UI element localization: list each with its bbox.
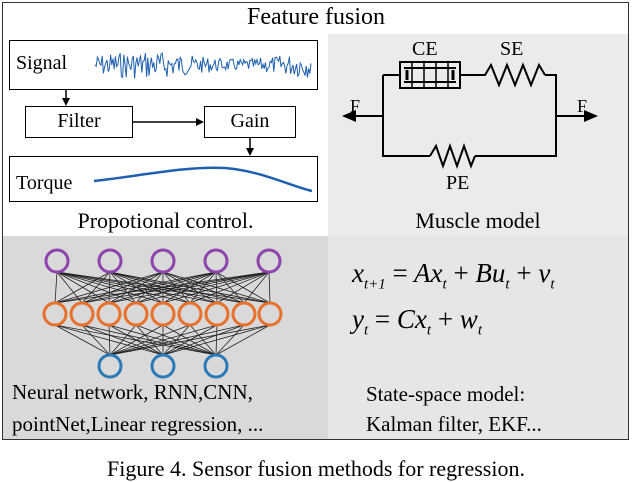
nn-edge <box>56 271 83 304</box>
nn-edge <box>189 271 270 304</box>
nn-hidden-node <box>42 301 68 327</box>
nn-input-node <box>203 248 229 274</box>
nn-edge <box>243 271 270 304</box>
contractile-element <box>399 61 461 89</box>
nn-edge <box>54 271 270 304</box>
neural-network-text-line2: pointNet,Linear regression, ... <box>12 412 264 436</box>
nn-hidden-node <box>231 301 257 327</box>
force-left-label: F <box>350 96 361 116</box>
nn-input-node <box>44 248 70 274</box>
nn-hidden-node <box>257 301 283 327</box>
neural-network-text-line1: Neural network, RNN,CNN, <box>12 380 253 404</box>
torque-label: Torque <box>16 172 73 194</box>
muscle-model-label: Muscle model <box>415 208 541 233</box>
nn-edge <box>81 271 164 304</box>
ce-label: CE <box>412 38 438 60</box>
nn-edge <box>81 271 270 304</box>
state-space-panel <box>328 236 628 439</box>
pe-label: PE <box>446 172 470 194</box>
nn-edge <box>54 324 111 356</box>
nn-hidden-node <box>123 301 149 327</box>
nn-edge <box>54 271 217 304</box>
nn-output-node <box>203 353 229 379</box>
emg-signal-waveform <box>94 52 312 79</box>
nn-edge <box>109 324 218 356</box>
figure-caption: Figure 4. Sensor fusion methods for regr… <box>107 456 525 481</box>
nn-edge <box>162 271 270 304</box>
nn-edge <box>81 271 111 304</box>
observation-equation: yt = Cxt + wt <box>352 304 482 339</box>
state-equation: xt+1 = Axt + But + vt <box>352 258 555 293</box>
signal-label: Signal <box>16 52 68 74</box>
nn-edge <box>81 324 111 356</box>
nn-output-node <box>97 353 123 379</box>
nn-edge <box>109 324 137 356</box>
nn-edge <box>54 271 58 304</box>
nn-hidden-node <box>96 301 122 327</box>
muscle-model-panel <box>328 34 628 236</box>
proportional-control-label: Propotional control. <box>77 208 254 233</box>
force-right-label: F <box>577 96 588 116</box>
parallel-elastic-spring <box>429 142 476 170</box>
nn-edge <box>109 324 271 356</box>
nn-edge <box>215 324 271 356</box>
torque-curve <box>93 166 313 193</box>
figure-frame <box>2 2 629 440</box>
nn-edge <box>108 271 270 304</box>
nn-hidden-node <box>69 301 95 327</box>
nn-edge <box>216 271 270 304</box>
nn-edge <box>54 271 111 304</box>
se-label: SE <box>500 38 524 60</box>
nn-edge <box>109 324 191 356</box>
series-elastic-spring <box>460 62 546 88</box>
nn-input-node <box>150 248 176 274</box>
nn-connections <box>54 271 271 356</box>
nn-edge <box>215 324 245 356</box>
nn-hidden-node <box>150 301 176 327</box>
nn-edge <box>162 324 245 356</box>
nn-edge <box>54 271 164 304</box>
figure-title: Feature fusion <box>247 4 385 30</box>
nn-edge <box>268 271 271 304</box>
filter-box <box>25 106 133 138</box>
state-space-text-line2: Kalman filter, EKF... <box>366 412 542 436</box>
gain-label: Gain <box>230 110 270 132</box>
nn-edge <box>109 324 164 356</box>
nn-edge <box>54 324 164 356</box>
nn-edge <box>162 324 271 356</box>
nn-input-node <box>97 248 123 274</box>
nn-input-node <box>256 248 282 274</box>
torque-box <box>9 156 318 202</box>
nn-hidden-node <box>204 301 230 327</box>
state-space-text-line1: State-space model: <box>366 382 526 406</box>
nn-edge <box>108 324 111 356</box>
nn-hidden-node <box>177 301 203 327</box>
nn-edge <box>109 324 245 356</box>
filter-label: Filter <box>57 110 101 132</box>
gain-box <box>204 106 296 138</box>
nn-output-node <box>150 353 176 379</box>
nn-edge <box>135 271 270 304</box>
nn-edge <box>81 271 217 304</box>
